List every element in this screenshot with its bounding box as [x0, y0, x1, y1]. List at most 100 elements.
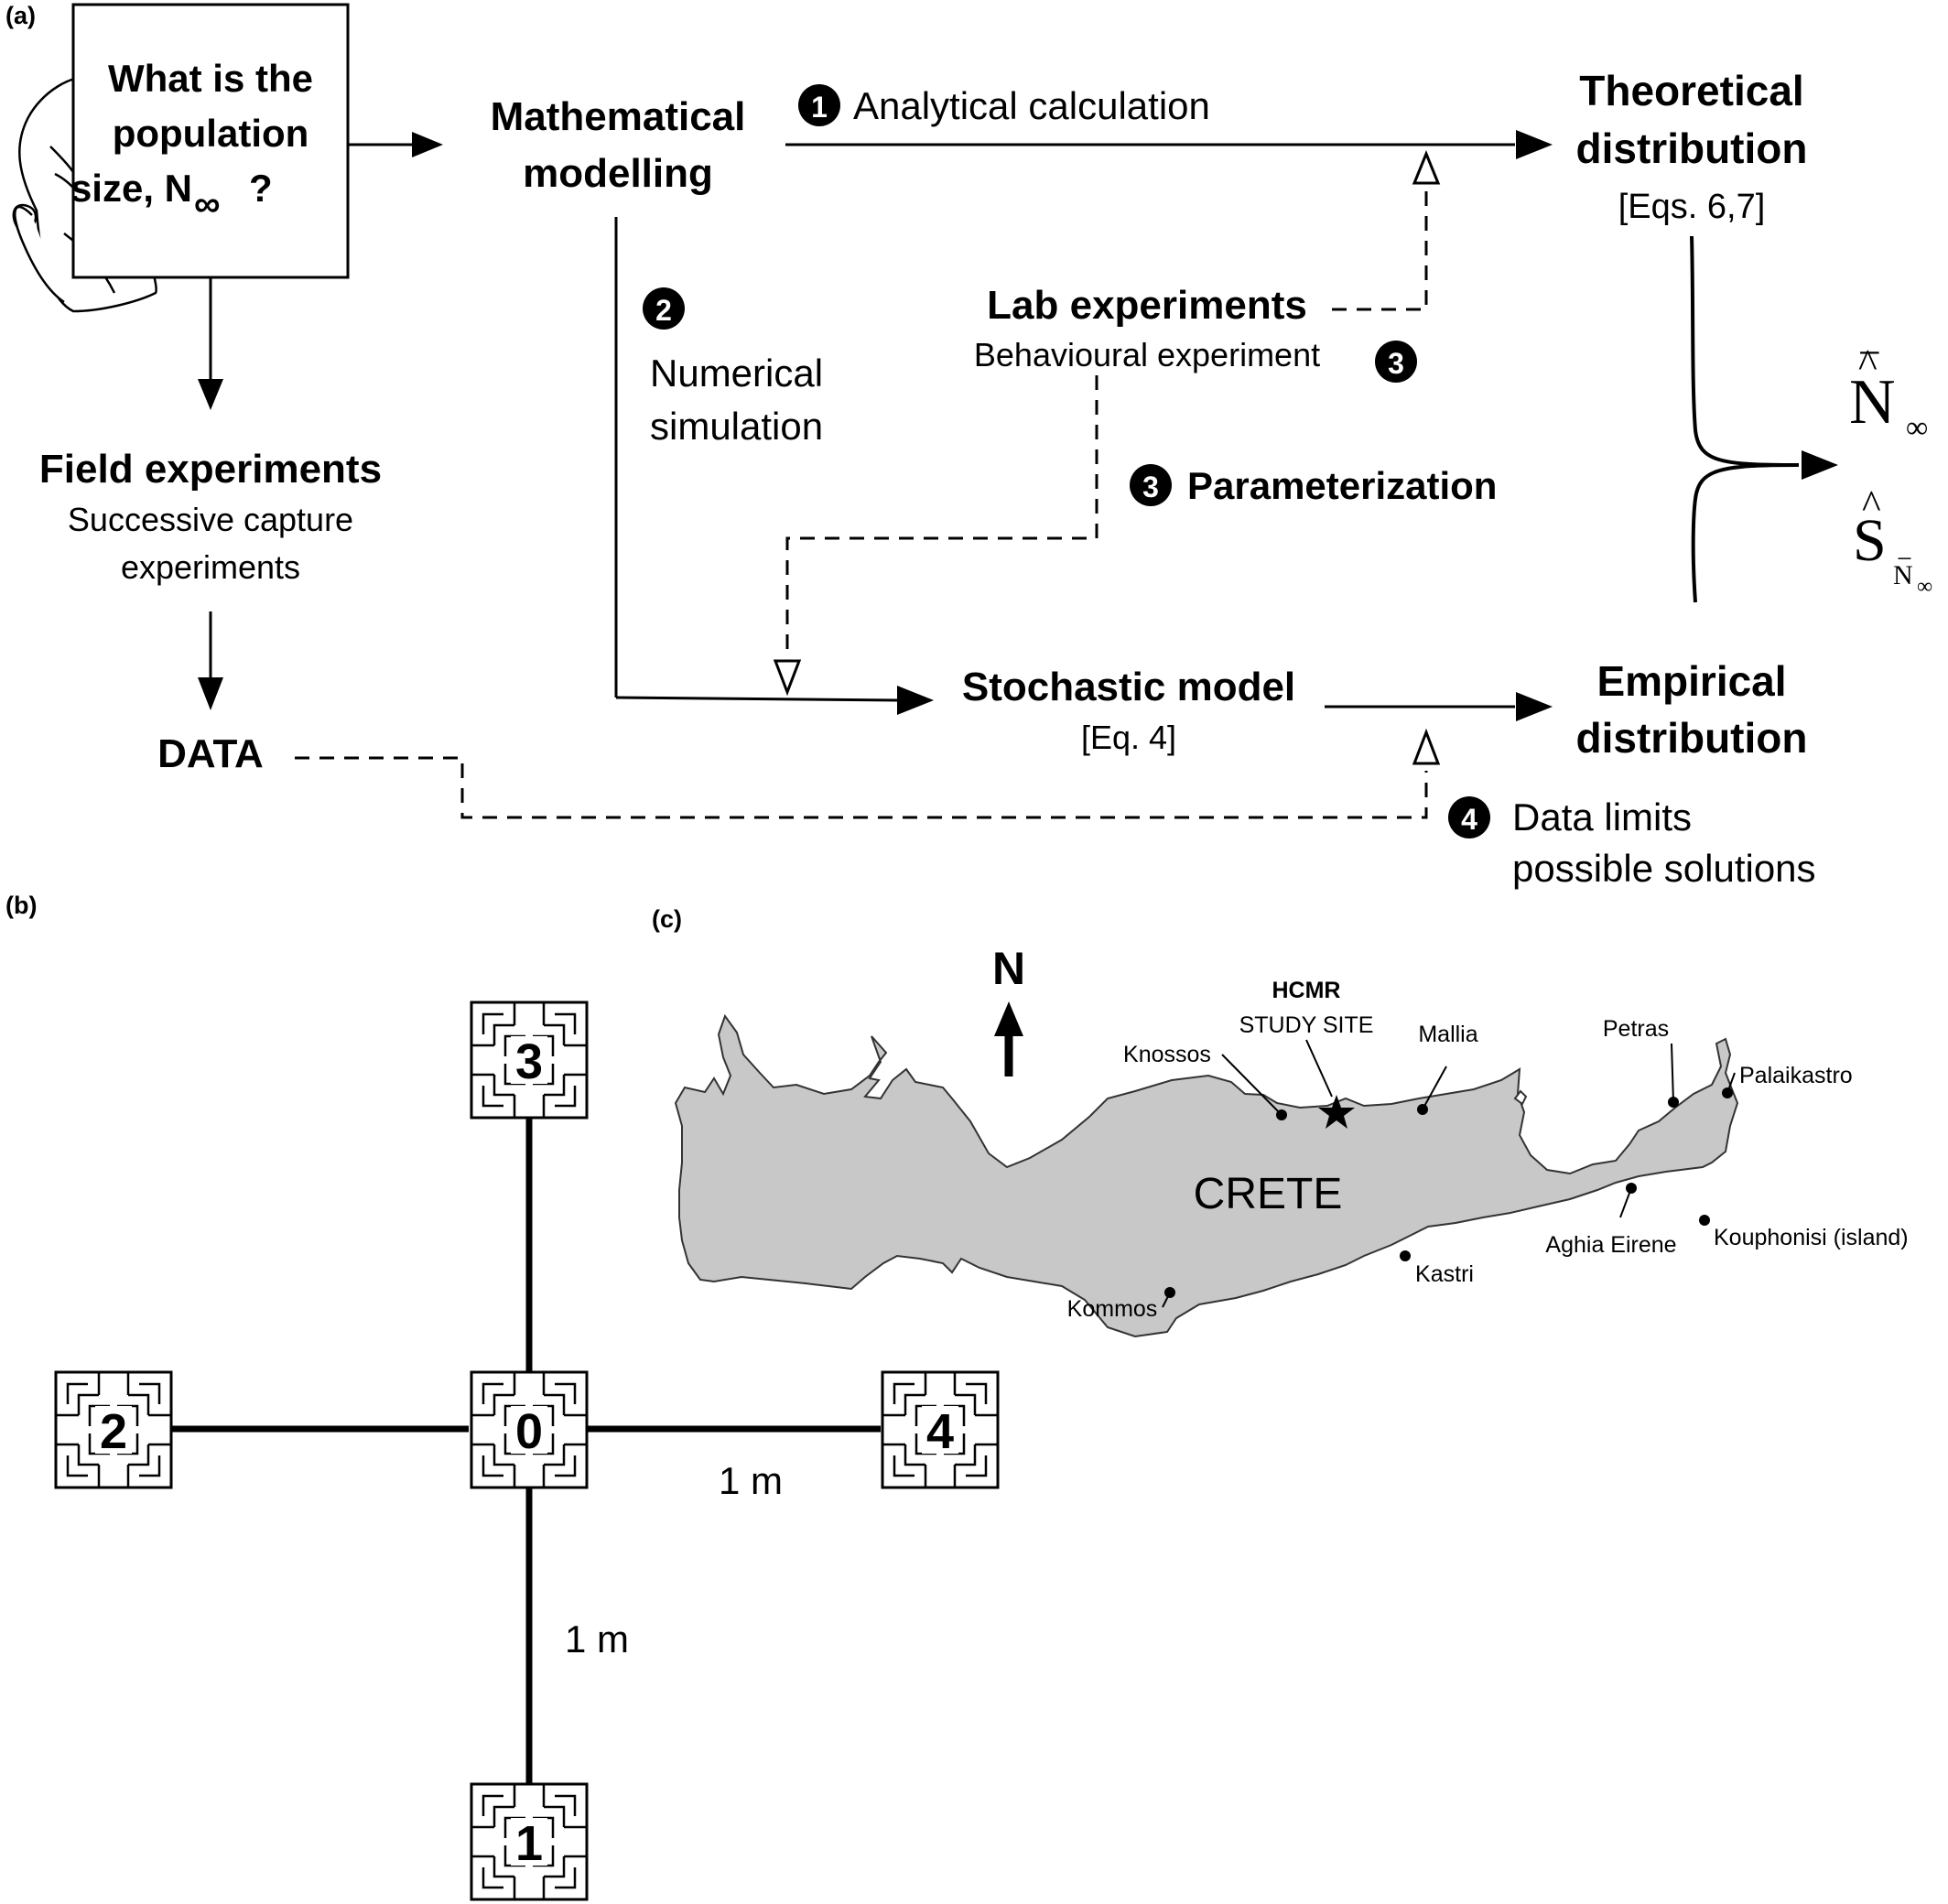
trap-3-label: 3 — [515, 1034, 543, 1089]
estimate-s: S — [1853, 507, 1887, 574]
north-label: N — [992, 943, 1025, 994]
trap-3-grid — [471, 1002, 587, 1118]
step-2-number: 2 — [655, 294, 672, 327]
trap-2: 2 — [54, 1370, 173, 1489]
trap-1-grid — [471, 1784, 587, 1899]
step-1-badge — [798, 84, 840, 126]
distance-label-vertical: 1 m — [565, 1617, 629, 1661]
merge-brace — [1690, 235, 1800, 603]
kouphonisi-marker — [1699, 1215, 1710, 1226]
place-label-mallia: Mallia — [1418, 1022, 1477, 1047]
theoretical-line-1: Theoretical — [1579, 67, 1803, 114]
estimate-s-hat: ^ — [1862, 482, 1881, 527]
crete-label: CRETE — [1194, 1170, 1343, 1218]
stochastic-title: Stochastic model — [962, 665, 1295, 709]
arrowhead-field-to-data — [198, 677, 223, 710]
step-1-number: 1 — [811, 91, 828, 124]
field-subtitle-line-1: Successive capture — [68, 501, 353, 538]
lab-subtitle: Behavioural experiment — [974, 336, 1320, 373]
lab-title: Lab experiments — [987, 283, 1307, 328]
distance-label-horizontal: 1 m — [719, 1459, 783, 1502]
place-label-kouphonisi: Kouphonisi (island) — [1714, 1225, 1909, 1250]
place-label-kommos: Kommos — [1067, 1296, 1158, 1322]
question-box — [71, 3, 350, 279]
trap-0-label: 0 — [515, 1404, 543, 1459]
study-site-label: STUDY SITE — [1239, 1012, 1374, 1038]
arrowhead-estimates — [1802, 450, 1838, 480]
theoretical-line-2: distribution — [1576, 124, 1808, 172]
question-mark: ? — [249, 167, 273, 210]
step-4-number: 4 — [1461, 803, 1477, 836]
empirical-line-2: distribution — [1576, 714, 1808, 762]
hcmr-label: HCMR — [1272, 978, 1341, 1003]
trap-4-label: 4 — [926, 1404, 954, 1459]
estimate-n-hat: ^ — [1858, 341, 1878, 386]
trap-0-grid — [471, 1372, 587, 1488]
estimate-s-subscript: N — [1893, 560, 1913, 590]
data-label: DATA — [157, 731, 264, 776]
estimate-n-bar: − — [1858, 330, 1881, 375]
math-modelling-line-2: modelling — [523, 151, 713, 196]
step-2-label-line-1: Numerical — [650, 352, 823, 395]
dashed-data-to-empirical — [295, 756, 1428, 819]
question-line-1: What is the — [108, 57, 313, 100]
step-3-badge-bottom — [1130, 464, 1172, 506]
crete-island-shape — [674, 1013, 1739, 1338]
trap-2-label: 2 — [100, 1404, 127, 1459]
empirical-line-1: Empirical — [1596, 657, 1786, 705]
panel-c-label: (c) — [652, 905, 682, 933]
kastri-marker — [1400, 1250, 1411, 1261]
study-site-star-icon — [1318, 1095, 1355, 1129]
trap-3: 3 — [470, 1001, 589, 1120]
step-1-label: Analytical calculation — [853, 84, 1210, 127]
field-subtitle-line-2: experiments — [121, 548, 300, 586]
step-3-label: Parameterization — [1187, 464, 1497, 507]
trap-4-grid — [882, 1372, 998, 1488]
place-label-aghia-eirene: Aghia Eirene — [1545, 1232, 1676, 1258]
trap-1-label: 1 — [515, 1816, 543, 1871]
north-arrow-icon — [994, 1001, 1023, 1036]
step-3-number-top: 3 — [1388, 347, 1404, 380]
step-4-badge — [1448, 796, 1490, 838]
place-leaders — [1162, 1043, 1736, 1308]
theoretical-equation-ref: [Eqs. 6,7] — [1618, 188, 1766, 226]
trap-group: 0 1 2 3 4 — [54, 1001, 1000, 1901]
open-arrowhead-theoretical — [1412, 150, 1441, 185]
dashed-lab-to-theoretical — [1332, 185, 1428, 311]
place-label-knossos: Knossos — [1123, 1042, 1211, 1067]
step-3-badge-top — [1375, 341, 1417, 383]
panel-b-label: (b) — [5, 892, 37, 919]
field-title: Field experiments — [39, 447, 382, 492]
arrowhead-analytical — [1516, 130, 1553, 159]
math-modelling-line-1: Mathematical — [491, 94, 746, 139]
estimate-n: N — [1849, 367, 1896, 438]
kouphonisi-islet — [1513, 1089, 1528, 1106]
step-2-badge — [643, 287, 685, 330]
place-label-kastri: Kastri — [1415, 1261, 1474, 1287]
question-line-3: size, N — [70, 167, 192, 210]
step-4-label-line-1: Data limits — [1512, 795, 1692, 838]
question-line-2: population — [113, 112, 309, 155]
estimate-s-subscript-bar: − — [1897, 544, 1912, 574]
trap-connections — [170, 1109, 881, 1785]
arrowhead-question-to-field — [198, 379, 223, 410]
open-arrowhead-empirical — [1412, 728, 1441, 765]
trap-0: 0 — [470, 1370, 589, 1489]
arrowhead-numerical — [897, 686, 934, 715]
arrowhead-question-to-modelling — [412, 132, 443, 157]
step-3-number-bottom: 3 — [1142, 471, 1159, 503]
trap-4: 4 — [881, 1370, 1000, 1489]
estimate-s-subsubscript: ∞ — [1917, 575, 1932, 599]
trap-1: 1 — [470, 1782, 589, 1901]
step-4-label-line-2: possible solutions — [1512, 847, 1816, 890]
open-arrowhead-stochastic — [773, 659, 802, 697]
trap-2-grid — [56, 1372, 171, 1488]
study-site-leader — [1305, 1039, 1333, 1098]
arrow-numerical-horizontal — [615, 696, 898, 702]
dashed-lab-to-stochastic — [785, 375, 1098, 659]
panel-a-label: (a) — [5, 2, 36, 29]
stochastic-equation-ref: [Eq. 4] — [1081, 719, 1176, 756]
place-label-palaikastro: Palaikastro — [1739, 1063, 1853, 1088]
step-2-label-line-2: simulation — [650, 405, 823, 448]
